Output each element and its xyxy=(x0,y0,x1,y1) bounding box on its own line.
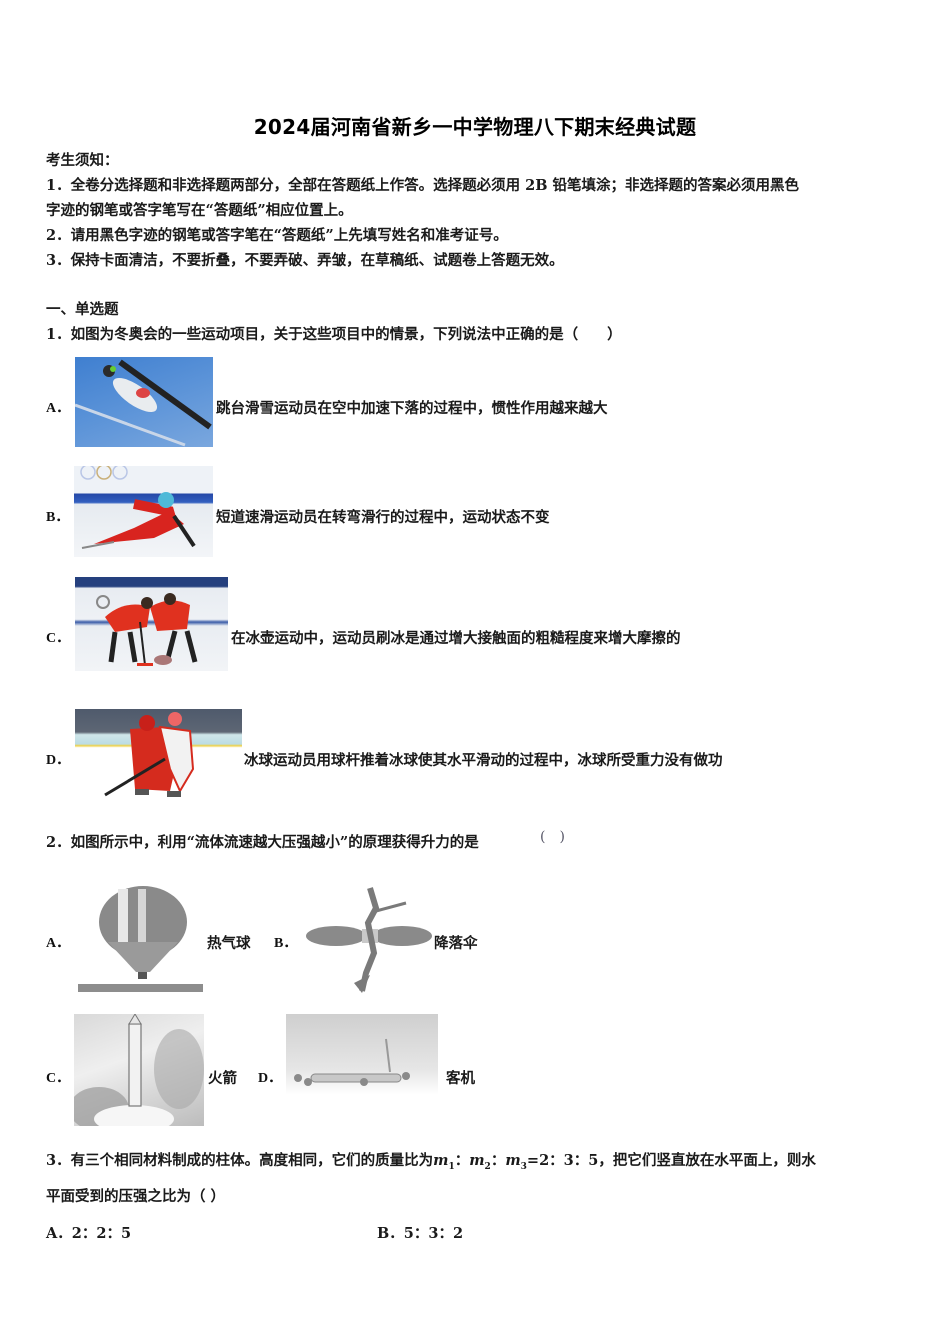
mass-m1: m xyxy=(433,1152,449,1169)
mass-m2-subscript: 2 xyxy=(484,1161,491,1172)
question-3-stem-line2: 平面受到的压强之比为（ ） xyxy=(46,1188,226,1205)
q1-option-b-label: B． xyxy=(46,510,70,525)
q2-option-a-label: A． xyxy=(46,936,71,951)
q1-option-c-label: C． xyxy=(46,631,71,646)
ski-jumper-photo xyxy=(75,357,213,447)
parachute-photo xyxy=(306,883,432,995)
hot-air-balloon-photo xyxy=(78,884,203,996)
notice-item-1: 1．全卷分选择题和非选择题两部分，全部在答题纸上作答。选择题必须用 2B 铅笔填… xyxy=(46,177,800,194)
q3-option-b-label: B． xyxy=(377,1225,404,1242)
mass-m3: m xyxy=(505,1152,521,1169)
question-2-stem: 2．如图所示中，利用“流体流速越大压强越小”的原理获得升力的是 xyxy=(46,834,479,851)
q2-option-c-text: 火箭 xyxy=(208,1070,237,1087)
question-2-answer-paren: ( ) xyxy=(540,829,565,845)
notice-item-1-cont: 字迹的钢笔或答字笔写在“答题纸”相应位置上。 xyxy=(46,202,353,219)
q3-option-a-label: A． xyxy=(46,1225,72,1242)
q1-option-a-text: 跳台滑雪运动员在空中加速下落的过程中，惯性作用越来越大 xyxy=(216,400,608,417)
notice-heading: 考生须知： xyxy=(46,152,119,169)
q2-option-d-label: D． xyxy=(258,1071,283,1086)
q2-option-a-text: 热气球 xyxy=(207,935,251,952)
q3-option-a: A．2：2：5 xyxy=(46,1222,131,1243)
question-3-ratio-and-rest: =2：3：5，把它们竖直放在水平面上，则水 xyxy=(526,1152,816,1169)
ice-hockey-photo xyxy=(75,709,242,801)
speed-skater-photo xyxy=(74,466,213,557)
ratio-separator-1: ： xyxy=(454,1152,470,1169)
q1-option-b-text: 短道速滑运动员在转弯滑行的过程中，运动状态不变 xyxy=(216,509,550,526)
mass-m2: m xyxy=(469,1152,485,1169)
q2-option-b-label: B． xyxy=(274,936,298,951)
notice-item-3: 3．保持卡面清洁，不要折叠，不要弄破、弄皱，在草稿纸、试题卷上答题无效。 xyxy=(46,252,564,269)
q2-option-d-text: 客机 xyxy=(446,1070,475,1087)
q1-option-a-label: A． xyxy=(46,401,71,416)
q2-option-b-text: 降落伞 xyxy=(434,935,478,952)
airliner-photo xyxy=(286,1014,438,1126)
q1-option-d-text: 冰球运动员用球杆推着冰球使其水平滑动的过程中，冰球所受重力没有做功 xyxy=(244,752,723,769)
notice-item-2: 2．请用黑色字迹的钢笔或答字笔在“答题纸”上先填写姓名和准考证号。 xyxy=(46,227,508,244)
question-3-stem: 3．有三个相同材料制成的柱体。高度相同，它们的质量比为m1：m2：m3=2：3：… xyxy=(46,1151,816,1177)
q3-option-b: B．5：3：2 xyxy=(377,1222,463,1243)
question-1-stem: 1．如图为冬奥会的一些运动项目，关于这些项目中的情景，下列说法中正确的是（ ） xyxy=(46,326,622,343)
section-heading: 一、单选题 xyxy=(46,301,119,318)
curling-photo xyxy=(75,577,228,671)
q2-option-c-label: C． xyxy=(46,1071,71,1086)
document-title: 2024届河南省新乡一中学物理八下期末经典试题 xyxy=(253,115,697,139)
q1-option-c-text: 在冰壶运动中，运动员刷冰是通过增大接触面的粗糙程度来增大摩擦的 xyxy=(231,630,681,647)
mass-m3-subscript: 3 xyxy=(520,1161,527,1172)
q3-option-b-text: 5：3：2 xyxy=(403,1225,464,1242)
rocket-photo xyxy=(74,1014,204,1126)
question-3-stem-part1: 3．有三个相同材料制成的柱体。高度相同，它们的质量比为 xyxy=(46,1152,434,1169)
q1-option-d-label: D． xyxy=(46,753,71,768)
ratio-separator-2: ： xyxy=(490,1152,506,1169)
q3-option-a-text: 2：2：5 xyxy=(71,1225,132,1242)
mass-m1-subscript: 1 xyxy=(448,1161,455,1172)
